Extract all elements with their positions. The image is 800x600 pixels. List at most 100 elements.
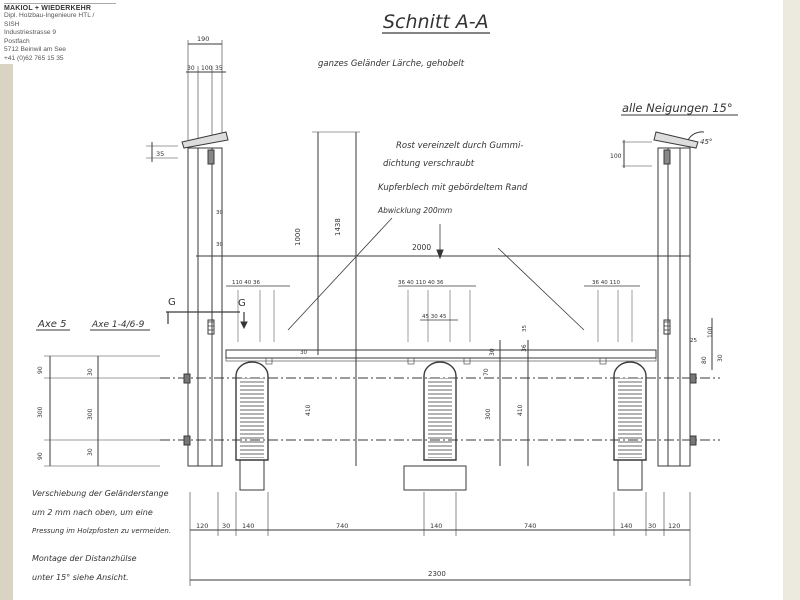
dim-30: 30 — [187, 65, 195, 72]
dim-cap-35: 35 — [156, 150, 164, 158]
rod-nut — [689, 373, 697, 384]
letterhead-line: Industriestrasse 9 — [4, 29, 57, 37]
dim-left-90a: 90 — [37, 366, 44, 374]
dim-1000: 1000 — [294, 228, 302, 246]
dim-s-35: 35 — [522, 325, 528, 332]
beam-right-support — [617, 459, 643, 491]
slope-arc — [687, 131, 705, 141]
beam-right — [613, 361, 647, 461]
letterhead: MAKIOL + WIEDERKEHR Dipl. Holzbau-Ingeni… — [4, 3, 116, 64]
dim-b-30b: 30 — [648, 522, 656, 530]
left-post — [187, 147, 223, 467]
dim-r-100: 100 — [707, 326, 714, 338]
dim-left-90b: 90 — [37, 452, 44, 460]
company-name: MAKIOL + WIEDERKEHR — [4, 3, 116, 12]
right-handrail-cap — [653, 131, 699, 149]
right-post-block — [663, 319, 671, 335]
beam-left-support — [239, 459, 265, 491]
dim-group-b: 36 40 110 40 36 — [398, 280, 444, 286]
leader-line — [287, 217, 393, 331]
dim-30: 30 — [216, 242, 223, 248]
left-post-bolt — [207, 149, 215, 165]
dim-45deg: 45° — [700, 138, 712, 146]
leader-line — [497, 247, 585, 331]
slope-note: alle Neigungen 15° — [622, 101, 733, 115]
axis-149-label: Axe 1-4/6-9 — [91, 320, 145, 330]
rod-nut — [183, 373, 191, 384]
note-shift-line-2: um 2 mm nach oben, um eine — [32, 508, 153, 517]
dim-b-740b: 740 — [524, 522, 536, 530]
dim-r-30: 30 — [717, 354, 724, 362]
dim-b-120b: 120 — [668, 522, 680, 530]
drawing-subtitle: ganzes Geländer Lärche, gehobelt — [318, 59, 465, 69]
dim-m-36: 36 — [521, 344, 528, 352]
dim-in-30a: 30 — [87, 368, 94, 376]
deck-block — [407, 357, 415, 365]
left-post-block — [207, 319, 215, 335]
abwicklung-note: Abwicklung 200mm — [377, 206, 452, 215]
dim-m-300: 300 — [485, 408, 492, 420]
dim-left-300: 300 — [37, 406, 44, 418]
rost-note-line-2: dichtung verschraubt — [383, 159, 475, 169]
beam-left — [235, 361, 269, 461]
note-shift-line-3: Pressung im Holzpfosten zu vermeiden. — [32, 527, 171, 535]
note-mount-line-2: unter 15° siehe Ansicht. — [32, 573, 129, 582]
note-mount-line-1: Montage der Distanzhülse — [32, 554, 137, 563]
section-g-arrowhead — [240, 321, 248, 330]
beam-middle — [423, 361, 457, 461]
beam-middle-support — [403, 465, 467, 491]
beam-left-hatch — [240, 378, 264, 458]
rod-nut — [183, 435, 191, 446]
dim-35: 35 — [215, 65, 223, 72]
dim-100: 100 — [201, 65, 213, 72]
dim-b-740a: 740 — [336, 522, 348, 530]
left-margin-bar — [0, 64, 13, 600]
letterhead-line: Postfach — [4, 37, 30, 45]
letterhead-line: Dipl. Holzbau-Ingenieure HTL / — [4, 12, 95, 19]
right-post — [657, 147, 691, 467]
copper-note: Kupferblech mit gebördeltem Rand — [378, 183, 528, 193]
dim-group-c: 36 40 110 — [592, 280, 620, 286]
deck-block — [265, 357, 273, 365]
dim-b-30a: 30 — [222, 522, 230, 530]
note-shift-line-1: Verschiebung der Geländerstange — [32, 489, 169, 498]
left-handrail-cap — [181, 131, 229, 149]
dim-30: 30 — [216, 210, 223, 216]
section-g-right: G — [238, 298, 246, 309]
beam-middle-hatch — [428, 378, 452, 458]
dim-2300: 2300 — [428, 570, 446, 578]
rod-nut — [689, 435, 697, 446]
deck-plate-seal — [225, 357, 657, 362]
dim-cap-100: 100 — [610, 153, 622, 160]
dim-b-140b: 140 — [430, 522, 442, 530]
dim-group-a: 110 40 36 — [232, 280, 260, 286]
rost-note-line-1: Rost vereinzelt durch Gummi- — [396, 141, 523, 151]
dim-b-140a: 140 — [242, 522, 254, 530]
dim-m-30: 30 — [489, 348, 496, 356]
dim-r-80: 80 — [701, 356, 708, 364]
dim-m-410b: 410 — [305, 404, 312, 416]
dim-in-30b: 30 — [87, 448, 94, 456]
letterhead-line: 5712 Beinwil am See — [4, 46, 66, 54]
dim-m-410: 410 — [517, 404, 524, 416]
dim-mid: 45 30 45 — [422, 314, 447, 320]
drawing-title: Schnitt A-A — [383, 11, 489, 33]
right-post-bolt — [663, 149, 671, 165]
dim-in-300: 300 — [87, 408, 94, 420]
section-g-left: G — [168, 297, 176, 308]
dim-190: 190 — [197, 35, 209, 43]
dim-s-30: 30 — [300, 350, 307, 356]
right-margin-bar — [783, 0, 800, 600]
deck-block — [599, 357, 607, 365]
letterhead-line: SISH — [4, 20, 20, 28]
deck-plate — [225, 349, 657, 359]
dim-b-140c: 140 — [620, 522, 632, 530]
dim-m-70: 70 — [483, 368, 490, 376]
dim-2000: 2000 — [412, 243, 431, 252]
leader-arrow — [436, 249, 444, 260]
beam-right-hatch — [618, 378, 642, 458]
dim-b-120a: 120 — [196, 522, 208, 530]
deck-block — [463, 357, 471, 365]
dim-r-25: 25 — [690, 338, 697, 344]
